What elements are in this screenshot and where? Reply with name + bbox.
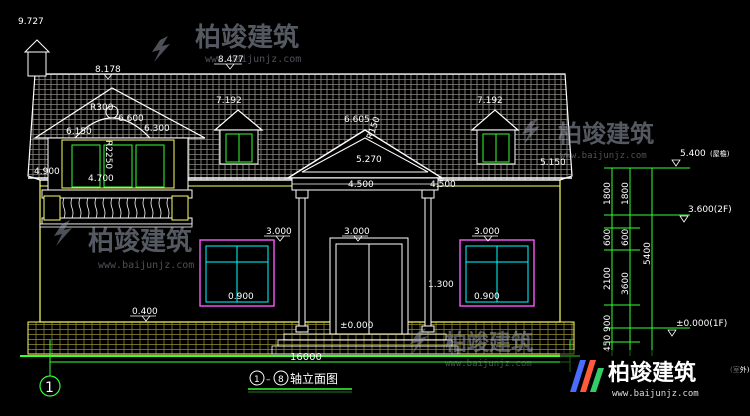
label-porch-left: 4.500 — [348, 180, 374, 190]
dim-1800-a: 1800 — [603, 182, 613, 205]
baluster — [166, 197, 170, 219]
dimension-column: 1800 1800 600 600 5400 2100 3600 900 450… — [603, 149, 750, 374]
porch — [271, 129, 459, 355]
watermark-brand-mid-right: 柏竣建筑 — [558, 120, 654, 148]
watermark-brand-top: 柏竣建筑 — [195, 22, 299, 53]
level-markers — [92, 63, 498, 322]
label-sill-right: 0.900 — [474, 292, 500, 302]
chimney — [23, 39, 51, 77]
dormer-right — [470, 109, 520, 165]
label-plinth: 0.400 — [132, 307, 158, 317]
brand-logo-icon — [152, 36, 170, 62]
title-axis-to: 8 — [278, 375, 284, 385]
baluster — [142, 197, 146, 219]
watermark-url-top: www.baijunjz.com — [205, 54, 301, 65]
label-sill-left: 0.900 — [228, 292, 254, 302]
tag-second-floor: 3.600(2F) — [688, 205, 732, 215]
baluster — [150, 197, 154, 219]
dim-3600: 3600 — [621, 272, 631, 295]
watermark-url-mid-right: www.baijunjz.com — [560, 151, 647, 161]
title-axis-from: 1 — [254, 375, 260, 385]
baluster — [78, 197, 82, 219]
label-dormer-right: 7.192 — [477, 96, 503, 106]
tag-roof: 5.400 — [680, 149, 706, 159]
watermark-url-bottom: www.baijunjz.com — [445, 359, 532, 369]
dim-450: 450 — [603, 335, 613, 352]
brand-logo-icon — [410, 328, 428, 354]
baluster — [70, 197, 74, 219]
window-left — [199, 239, 275, 307]
dim-900: 900 — [603, 315, 613, 332]
label-arch-r2: R2250 — [103, 140, 113, 169]
label-arch-left: 6.150 — [66, 127, 92, 137]
bottom-annotations: 16000 1 — [39, 340, 571, 397]
label-balcony-rail: 4.700 — [88, 174, 114, 184]
baluster — [86, 197, 90, 219]
label-arch-top: 6.600 — [118, 114, 144, 124]
baluster — [110, 197, 114, 219]
label-ridge-top: 9.727 — [18, 17, 44, 27]
label-pediment-top: 6.605 — [344, 115, 370, 125]
left-gable — [32, 87, 206, 193]
label-pediment-mid: 5.270 — [356, 155, 382, 165]
label-win-right: 3.000 — [474, 227, 500, 237]
watermark-top: 柏竣建筑 www.baijunjz.com — [152, 22, 301, 65]
watermark-url-mid-left: www.baijunjz.com — [98, 260, 194, 271]
brand-logo-icon — [522, 118, 540, 144]
baluster — [126, 197, 130, 219]
dim-2100: 2100 — [603, 267, 613, 290]
elevation-labels: 9.727 8.178 8.477 7.192 7.192 R300 6.600… — [18, 17, 566, 331]
label-ridge-main: 8.477 — [218, 55, 244, 65]
drawing-title: 1 – 8 轴立面图 — [248, 370, 352, 393]
tag-first-floor: ±0.000(1F) — [676, 319, 727, 329]
baluster — [62, 197, 66, 219]
title-dash: – — [266, 375, 271, 385]
baluster — [94, 197, 98, 219]
label-porch-right: 4.500 — [430, 180, 456, 190]
dim-600-b: 600 — [621, 229, 631, 246]
title-text: 轴立面图 — [290, 371, 338, 386]
axis-marker: 1 — [45, 380, 54, 396]
watermark-mid-right: 柏竣建筑 www.baijunjz.com — [522, 118, 654, 161]
label-balcony: 4.900 — [34, 167, 60, 177]
brand-logo-icon — [54, 220, 72, 246]
baluster — [102, 197, 106, 219]
label-dormer-left: 7.192 — [216, 96, 242, 106]
label-win-left: 3.000 — [266, 227, 292, 237]
label-column-base: 1.300 — [428, 280, 454, 290]
label-eave-gable: 8.178 — [95, 65, 121, 75]
label-floor: ±0.000 — [340, 321, 374, 331]
label-arch-right: 6.300 — [144, 124, 170, 134]
watermark-brand-mid-left: 柏竣建筑 — [88, 226, 192, 257]
watermark-mid-left: 柏竣建筑 www.baijunjz.com — [54, 220, 194, 271]
label-arch-r: R300 — [90, 103, 114, 113]
label-eave-right: 5.150 — [540, 158, 566, 168]
dim-1800-b: 1800 — [621, 182, 631, 205]
brand-badge-icon — [570, 360, 604, 392]
balcony — [39, 189, 193, 228]
watermark-brand-bottom: 柏竣建筑 — [445, 330, 533, 356]
dim-600-a: 600 — [603, 229, 613, 246]
dim-5400: 5400 — [643, 242, 653, 265]
total-width: 16000 — [290, 352, 322, 363]
dormer-left — [213, 109, 264, 165]
tag-roof-note: (屋檐) — [710, 149, 730, 158]
watermark-bottom: 柏竣建筑 www.baijunjz.com — [410, 328, 533, 369]
label-door: 3.000 — [344, 227, 370, 237]
baluster — [118, 197, 122, 219]
window-right — [459, 239, 535, 307]
baluster — [134, 197, 138, 219]
corner-brand: 柏竣建筑 — [608, 360, 696, 386]
baluster — [158, 197, 162, 219]
corner-url: www.baijunjz.com — [612, 389, 699, 399]
corner-logo: 柏竣建筑 www.baijunjz.com — [560, 350, 740, 400]
